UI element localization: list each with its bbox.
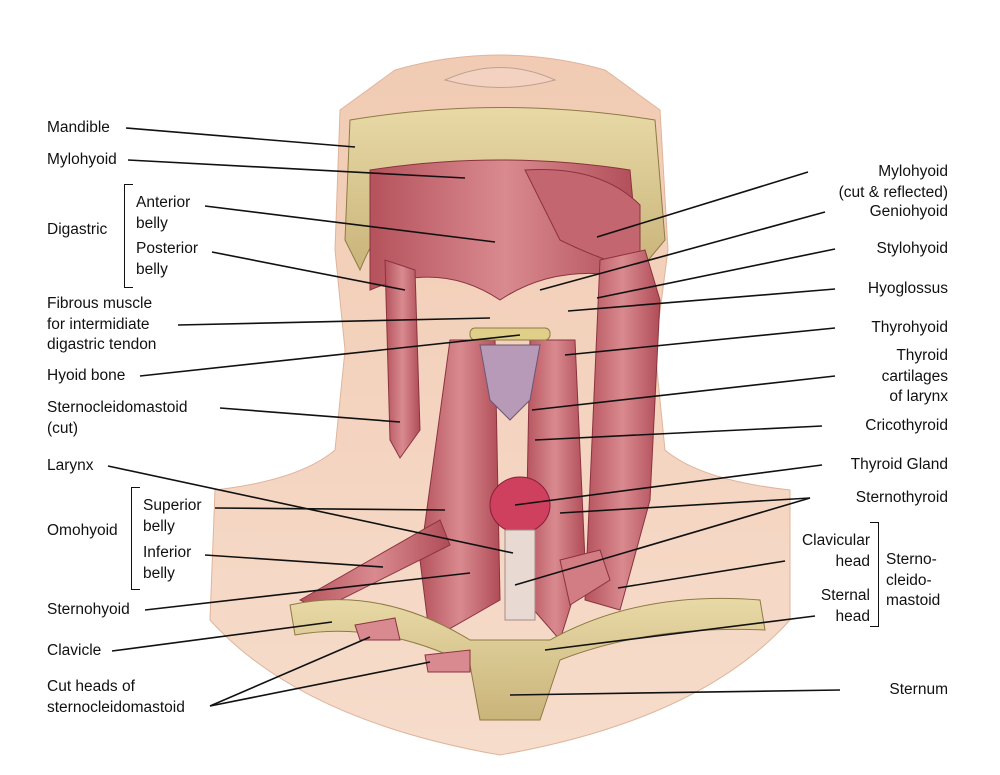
leader-line-cricothyroid [534, 425, 823, 441]
label-thyroid-gland: Thyroid Gland [850, 456, 948, 473]
leader-line-sternal-head [544, 615, 816, 651]
label-thyrohyoid: Thyrohyoid [871, 319, 948, 336]
leader-line-hyoglossus [567, 288, 836, 312]
label-geniohyoid: Geniohyoid [869, 203, 948, 220]
muscles [298, 159, 661, 642]
leader-line-inferior-belly [204, 554, 384, 568]
leader-line-hyoid [139, 334, 521, 377]
label-sternohyoid: Sternohyoid [47, 601, 130, 618]
label-hyoglossus: Hyoglossus [867, 280, 948, 297]
label-posterior-belly: Posterior belly [136, 240, 199, 278]
digastric-bracket [124, 184, 133, 288]
label-sternum: Sternum [889, 681, 948, 698]
label-scm-cut: Sternocleidomastoid (cut) [47, 399, 188, 437]
label-stylohyoid: Stylohyoid [876, 240, 948, 257]
cut-head-1 [354, 617, 401, 641]
leader-line-mandible [125, 127, 356, 148]
leader-line-stylohyoid [596, 248, 836, 299]
label-mylohyoid-cut: Mylohyoid (cut & reflected) [838, 163, 948, 201]
label-larynx: Larynx [47, 457, 94, 474]
leader-line-clavicular-head [617, 560, 786, 589]
omohyoid-bracket [131, 487, 140, 590]
cut-head-2 [424, 649, 471, 673]
clavicle-bone [289, 597, 766, 721]
leader-line-thyrohyoid [564, 327, 836, 356]
label-sternal-head: Sternal head [820, 587, 870, 625]
label-inferior-belly: Inferior belly [143, 544, 192, 582]
leader-line-fibrous [177, 317, 491, 326]
label-anterior-belly: Anterior belly [136, 194, 191, 232]
trachea-shape [504, 529, 536, 621]
leader-line-mylohyoid-cut [596, 171, 809, 238]
label-superior-belly: Superior belly [143, 497, 202, 535]
label-cricothyroid: Cricothyroid [865, 417, 948, 434]
label-clavicular-head: Clavicular head [801, 532, 870, 570]
leader-line-scm-cut [219, 407, 401, 423]
leader-line-thyroid-cartilages [531, 375, 836, 411]
label-clavicle: Clavicle [47, 642, 102, 659]
leader-line-anterior-belly [204, 205, 496, 243]
leader-line-sternum [509, 689, 841, 696]
leader-line-thyroid-gland [514, 464, 823, 506]
label-digastric: Digastric [47, 221, 108, 238]
leader-lines [107, 127, 841, 707]
label-cut-heads: Cut heads of sternocleidomastoid [47, 678, 185, 716]
leader-line-cut-head-1 [209, 636, 371, 707]
label-sternothyroid: Sternothyroid [855, 489, 948, 506]
scm-bracket [870, 522, 879, 627]
leader-line-superior-belly [214, 507, 446, 511]
leader-line-sternohyoid [144, 572, 471, 611]
leader-line-posterior-belly [211, 251, 406, 291]
hyoid-bone-shape [469, 327, 551, 341]
label-omohyoid: Omohyoid [47, 522, 118, 539]
leader-line-sternothyroid-2 [514, 497, 811, 586]
label-mylohyoid: Mylohyoid [47, 151, 117, 168]
lips [443, 67, 557, 88]
thyroid-cartilage-shape [479, 344, 541, 421]
leader-line-mylohyoid [127, 159, 466, 179]
label-sternocleidomastoid: Sterno- cleido- mastoid [886, 551, 941, 609]
leader-line-cut-head-2 [209, 661, 431, 707]
leader-line-clavicle [111, 621, 333, 652]
label-hyoid-bone: Hyoid bone [47, 367, 126, 384]
label-thyroid-cartilages: Thyroid cartilages of larynx [881, 347, 948, 405]
label-fibrous-muscle: Fibrous muscle for intermidiate digastri… [47, 295, 157, 353]
leader-line-sternothyroid-1 [559, 497, 811, 514]
leader-line-geniohyoid [539, 211, 826, 291]
label-mandible: Mandible [47, 119, 110, 136]
